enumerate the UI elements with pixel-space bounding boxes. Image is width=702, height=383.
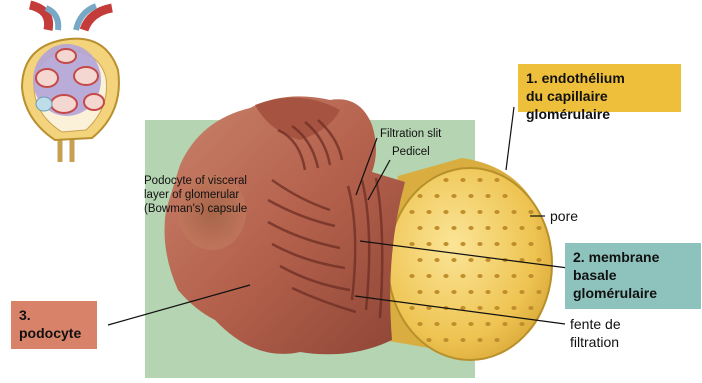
pore-dot [477,274,482,278]
label-podocyte-description: Podocyte of visceral layer of glomerular… [144,174,247,216]
pore-dot [434,322,439,326]
pore-dot [485,290,490,294]
pore-dot [511,306,516,310]
pore-dot [434,258,439,262]
pore-dot [468,322,473,326]
pore-dot [494,178,499,182]
pore-dot [494,210,499,214]
pore-dot [409,306,414,310]
pore-dot [451,258,456,262]
label-filtration-slit: Filtration slit [380,127,441,141]
membrane-line-3: glomérulaire [573,284,693,302]
pore-dot [409,210,414,214]
pore-dot [494,242,499,246]
pore-dot [502,290,507,294]
pore-dot [502,322,507,326]
pore-dot [519,226,524,230]
pore-dot [426,242,431,246]
pore-dot [443,338,448,342]
pore-dot [536,290,541,294]
pore-dot [468,258,473,262]
pore-dot [460,210,465,214]
pore-dot [434,290,439,294]
pore-dot [511,242,516,246]
pore-dot [443,274,448,278]
pore-dot [460,242,465,246]
pore-dot [477,242,482,246]
pore-dot [417,226,422,230]
pore-dot [460,306,465,310]
pore-dot [511,210,516,214]
pore-dot [494,306,499,310]
pore-dot [468,290,473,294]
pore-dot [494,338,499,342]
pore-dot [485,194,490,198]
membrane-line-2: basale [573,266,693,284]
membrane-line-1: 2. membrane [573,248,693,266]
renal-corpuscle-inset [22,5,119,162]
pore-dot [409,242,414,246]
pore-dot [468,226,473,230]
pore-dot [460,338,465,342]
pore-dot [519,322,524,326]
pore-dot [451,322,456,326]
pore-dot [434,226,439,230]
pore-dot [519,290,524,294]
pore-dot [494,274,499,278]
pore-dot [528,242,533,246]
podocyte-desc-line-2: layer of glomerular [144,188,247,202]
pore-dot [417,258,422,262]
pore-dot [417,322,422,326]
endothelium-line-1: 1. endothélium [526,69,673,87]
pore-dot [417,194,422,198]
pore-dot [409,274,414,278]
pore-dot [417,290,422,294]
label-pedicel: Pedicel [392,145,430,159]
pore-dot [443,242,448,246]
podocyte-desc-line-3: (Bowman's) capsule [144,202,247,216]
box-membrane-basale: 2. membrane basale glomérulaire [565,243,701,309]
box-endothelium: 1. endothélium du capillaire glomérulair… [518,64,681,112]
pore-dot [528,210,533,214]
pore-dot [426,274,431,278]
pore-dot [528,274,533,278]
pore-dot [528,306,533,310]
fente-line-1: fente de [570,315,621,333]
pore-dot [451,194,456,198]
pore-dot [434,194,439,198]
pore-dot [477,306,482,310]
fente-line-2: filtration [570,333,621,351]
label-fente-de-filtration: fente de filtration [570,315,621,351]
pore-dot [426,338,431,342]
pore-dot [426,210,431,214]
pore-dot [460,274,465,278]
pore-dot [443,178,448,182]
pore-dot [451,226,456,230]
podocyte-line-2: podocyte [19,324,89,342]
pore-dot [477,338,482,342]
pore-dot [536,258,541,262]
pore-dot [485,258,490,262]
podocyte-desc-line-1: Podocyte of visceral [144,174,247,188]
box-podocyte: 3. podocyte [11,301,97,349]
podocyte-line-1: 3. [19,306,89,324]
label-pore: pore [550,207,578,225]
pore-dot [443,210,448,214]
pore-dot [477,178,482,182]
pore-dot [502,194,507,198]
pore-dot [485,226,490,230]
endothelium-line-2: du capillaire glomérulaire [526,87,673,123]
pore-dot [485,322,490,326]
pore-dot [536,226,541,230]
pore-dot [511,274,516,278]
pore-dot [502,226,507,230]
pore-dot [460,178,465,182]
pore-dot [468,194,473,198]
pore-dot [451,290,456,294]
pore-dot [477,210,482,214]
